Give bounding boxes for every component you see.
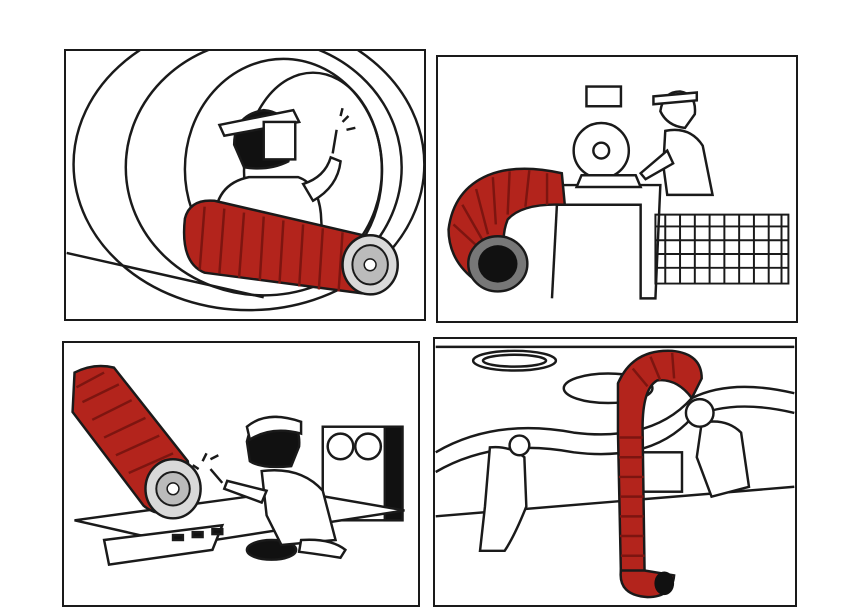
- hose-tank-welding-illustration: [66, 51, 424, 312]
- hose-floor-welding-illustration: [71, 364, 405, 567]
- panel-tank-welding: [64, 49, 426, 321]
- panel-manhole-ventilation: [433, 337, 797, 607]
- red-duct-hose: [71, 364, 202, 520]
- red-duct-hose: [616, 349, 703, 599]
- mesh-fence: [654, 213, 790, 285]
- hose-manhole-ventilation-illustration: [435, 345, 795, 599]
- tank-ring: [72, 51, 424, 312]
- panel-floor-welding: [62, 341, 420, 607]
- panel-grinding: [436, 55, 798, 323]
- worker-left: [478, 445, 528, 553]
- red-duct-hose: [182, 199, 399, 296]
- workbench: [555, 183, 662, 300]
- worker-right: [695, 420, 751, 499]
- red-duct-hose: [447, 167, 567, 293]
- hose-grinding-illustration: [447, 85, 790, 300]
